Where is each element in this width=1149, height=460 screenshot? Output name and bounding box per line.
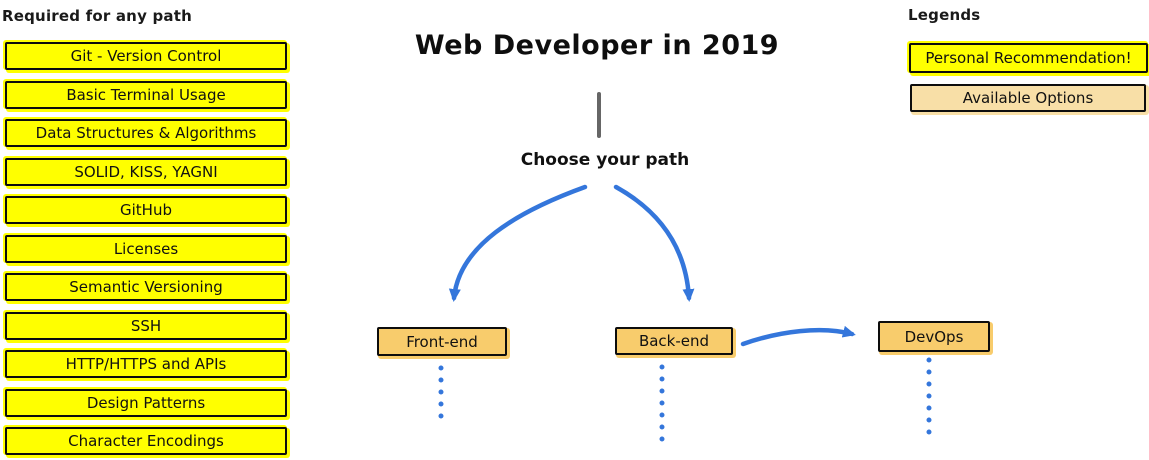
required-item-solid-kiss-yagni: SOLID, KISS, YAGNI bbox=[5, 157, 287, 186]
page-title: Web Developer in 2019 bbox=[414, 30, 780, 61]
curved-arrow-front-end-icon bbox=[448, 184, 588, 302]
required-item-github: GitHub bbox=[5, 196, 287, 224]
path-node-devops: DevOps bbox=[878, 321, 990, 352]
curved-arrow-back-end-icon bbox=[613, 184, 695, 302]
path-node-front-end: Front-end bbox=[377, 327, 507, 356]
legend-personal-recommendation: Personal Recommendation! bbox=[909, 43, 1148, 73]
required-item-semver: Semantic Versioning bbox=[5, 273, 287, 301]
required-items-column: Git - Version Control Basic Terminal Usa… bbox=[5, 42, 287, 455]
required-item-http-apis: HTTP/HTTPS and APIs bbox=[5, 350, 287, 378]
legends-heading: Legends bbox=[908, 6, 981, 24]
curved-arrow-devops-icon bbox=[740, 325, 856, 347]
choose-your-path-label: Choose your path bbox=[520, 150, 690, 170]
required-item-character-encodings: Character Encodings bbox=[5, 427, 287, 455]
path-node-back-end: Back-end bbox=[615, 327, 733, 355]
required-item-data-structures: Data Structures & Algorithms bbox=[5, 119, 287, 147]
required-item-design-patterns: Design Patterns bbox=[5, 388, 287, 417]
required-item-ssh: SSH bbox=[5, 311, 287, 340]
required-item-terminal: Basic Terminal Usage bbox=[5, 80, 287, 109]
required-heading: Required for any path bbox=[2, 7, 192, 25]
required-item-git: Git - Version Control bbox=[5, 42, 287, 70]
legend-available-options: Available Options bbox=[910, 84, 1146, 112]
required-item-licenses: Licenses bbox=[5, 234, 287, 263]
title-divider-line bbox=[597, 92, 601, 138]
